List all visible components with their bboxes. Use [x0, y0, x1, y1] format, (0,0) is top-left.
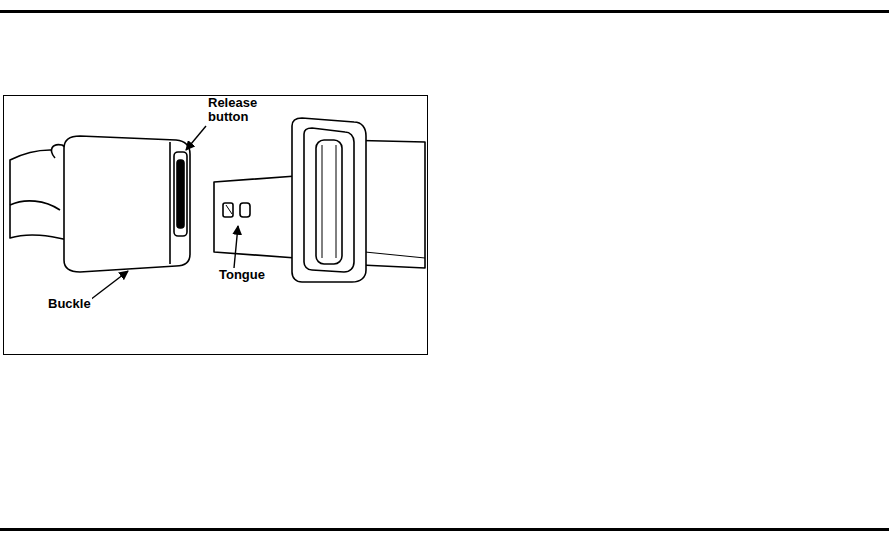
figure-frame [4, 96, 428, 355]
buckle-edge [169, 142, 171, 264]
bottom-rule [0, 528, 889, 531]
frame-bar [316, 140, 342, 264]
tongue-frame [292, 118, 366, 282]
part-label: Buckle [47, 297, 92, 311]
top-rule [0, 10, 889, 13]
strap-fold [10, 201, 60, 210]
tongue-plate [214, 176, 296, 258]
frame-opening [304, 128, 354, 272]
leader-line [186, 126, 206, 150]
slot-detail [226, 205, 232, 214]
buckle-body [64, 136, 190, 272]
leader-line [90, 271, 128, 300]
release-button [174, 152, 187, 236]
leader-line [234, 226, 238, 268]
bar-shading [322, 145, 336, 258]
tongue-slot [223, 203, 233, 217]
buckle-strap [10, 150, 68, 240]
part-label: Tongue [218, 268, 266, 282]
leader-lines [90, 126, 238, 300]
buckle-assembly [10, 118, 425, 282]
part-label: Release button [207, 96, 267, 124]
button-slot [177, 160, 184, 228]
tongue-slot [240, 203, 250, 217]
